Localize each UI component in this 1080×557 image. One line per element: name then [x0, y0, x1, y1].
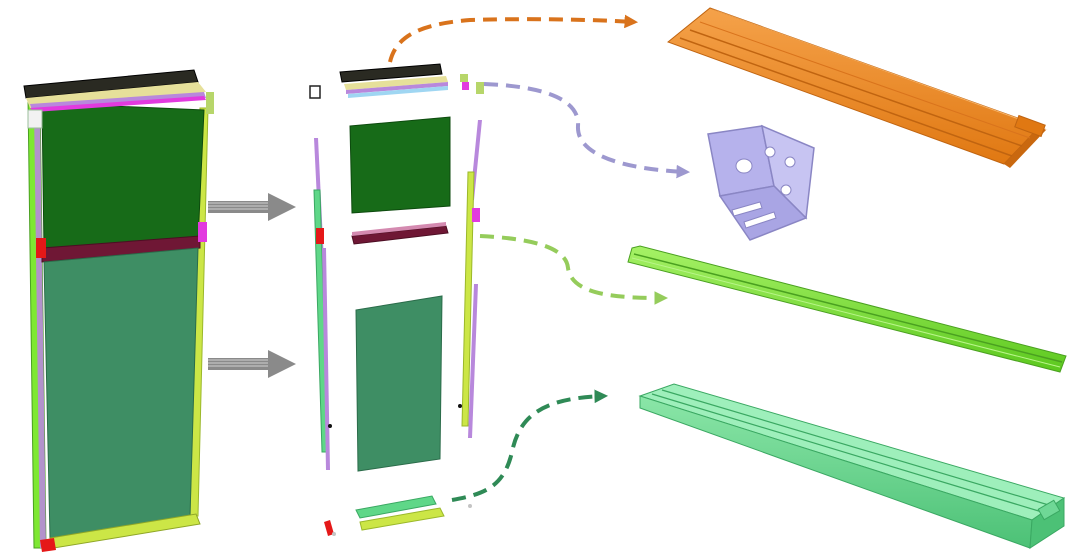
mint-profile-groove-1: [651, 393, 1043, 513]
lime-rail-body: [627, 245, 1067, 373]
bracket-slot-1: [731, 201, 763, 217]
exploded-corner-cap-right-top: [460, 74, 468, 82]
top-profile-icon: [666, 7, 1048, 168]
exploded-top-strip-yellow: [344, 76, 448, 90]
gray-arrow-upper-head: [268, 193, 296, 221]
assembled-lower-panel: [43, 247, 199, 539]
arrow-right-icon: [208, 193, 296, 221]
assembled-top-strip-magenta: [30, 96, 206, 112]
bottom-profile-icon: [638, 383, 1066, 549]
assembled-top-bracket: [27, 109, 43, 129]
lavender-callout-arrow: [483, 82, 691, 179]
bracket-hole-4: [780, 184, 792, 196]
exploded-top-strip-blue: [348, 86, 448, 98]
bracket-slot-2: [743, 211, 777, 229]
exploded-view-icon: [309, 63, 484, 536]
bracket-hole-3: [784, 156, 796, 168]
exploded-middle-bar-top: [352, 222, 446, 236]
exploded-right-clip: [472, 208, 480, 222]
gray-arrow-lower-head: [268, 350, 296, 378]
mint-profile-tab: [1037, 499, 1061, 521]
exploded-left-clip: [316, 228, 324, 244]
bracket-hole-2: [764, 146, 776, 158]
exploded-bottom-screw-left: [332, 532, 336, 536]
orange-profile-groove-2: [689, 29, 1023, 147]
orange-profile-groove-1: [679, 37, 1013, 157]
exploded-corner-bracket-left: [309, 85, 321, 99]
exploded-bottom-yellow: [359, 507, 445, 531]
orange-callout-arrow: [388, 14, 639, 63]
exploded-bottom-green: [355, 495, 437, 519]
exploded-bottom-clip: [324, 520, 334, 536]
assembled-bottom-clip: [40, 538, 56, 552]
assembled-magenta-clip: [198, 222, 207, 242]
bracket-face-bottom: [718, 185, 808, 241]
assembled-top-right-cap: [206, 92, 214, 114]
light-green-callout-arrow: [479, 234, 669, 305]
arrow-right-icon: [208, 350, 296, 378]
orange-profile-groove-3: [699, 21, 1031, 139]
assembled-red-clip: [36, 238, 46, 258]
exploded-corner-cap-right: [476, 82, 484, 94]
corner-bracket-icon: [707, 124, 815, 241]
side-rail-icon: [627, 245, 1067, 373]
exploded-upper-panel: [349, 116, 451, 214]
gray-arrow-upper-shaft: [208, 201, 268, 213]
assembled-panel-icon: [23, 69, 214, 552]
exploded-right-screw: [458, 404, 462, 408]
exploded-right-rail-lower: [468, 284, 478, 438]
mint-profile-groove-2: [661, 389, 1053, 507]
assembled-upper-panel: [41, 102, 205, 251]
exploded-right-rail-yellow: [461, 171, 475, 427]
lime-rail-groove-1: [633, 253, 1063, 363]
exploded-lower-panel: [355, 295, 443, 472]
exploded-bottom-screw-right: [468, 504, 472, 508]
assembled-left-rail-inner: [34, 108, 46, 548]
gray-arrow-lower-shaft: [208, 358, 268, 370]
orange-profile-tab: [1014, 114, 1046, 138]
lime-rail-groove-2: [631, 257, 1061, 368]
exploded-corner-magenta-right: [462, 82, 469, 90]
orange-profile-top-edge: [710, 8, 1048, 130]
orange-profile-end: [1004, 126, 1046, 168]
exploded-top-profile: [339, 63, 443, 83]
exploded-top-strip-purple: [346, 82, 448, 94]
exploded-left-rail-lower: [322, 248, 330, 470]
bracket-hole-1: [735, 158, 753, 174]
dark-green-callout-arrow: [451, 389, 609, 502]
exploded-left-screw: [328, 424, 332, 428]
